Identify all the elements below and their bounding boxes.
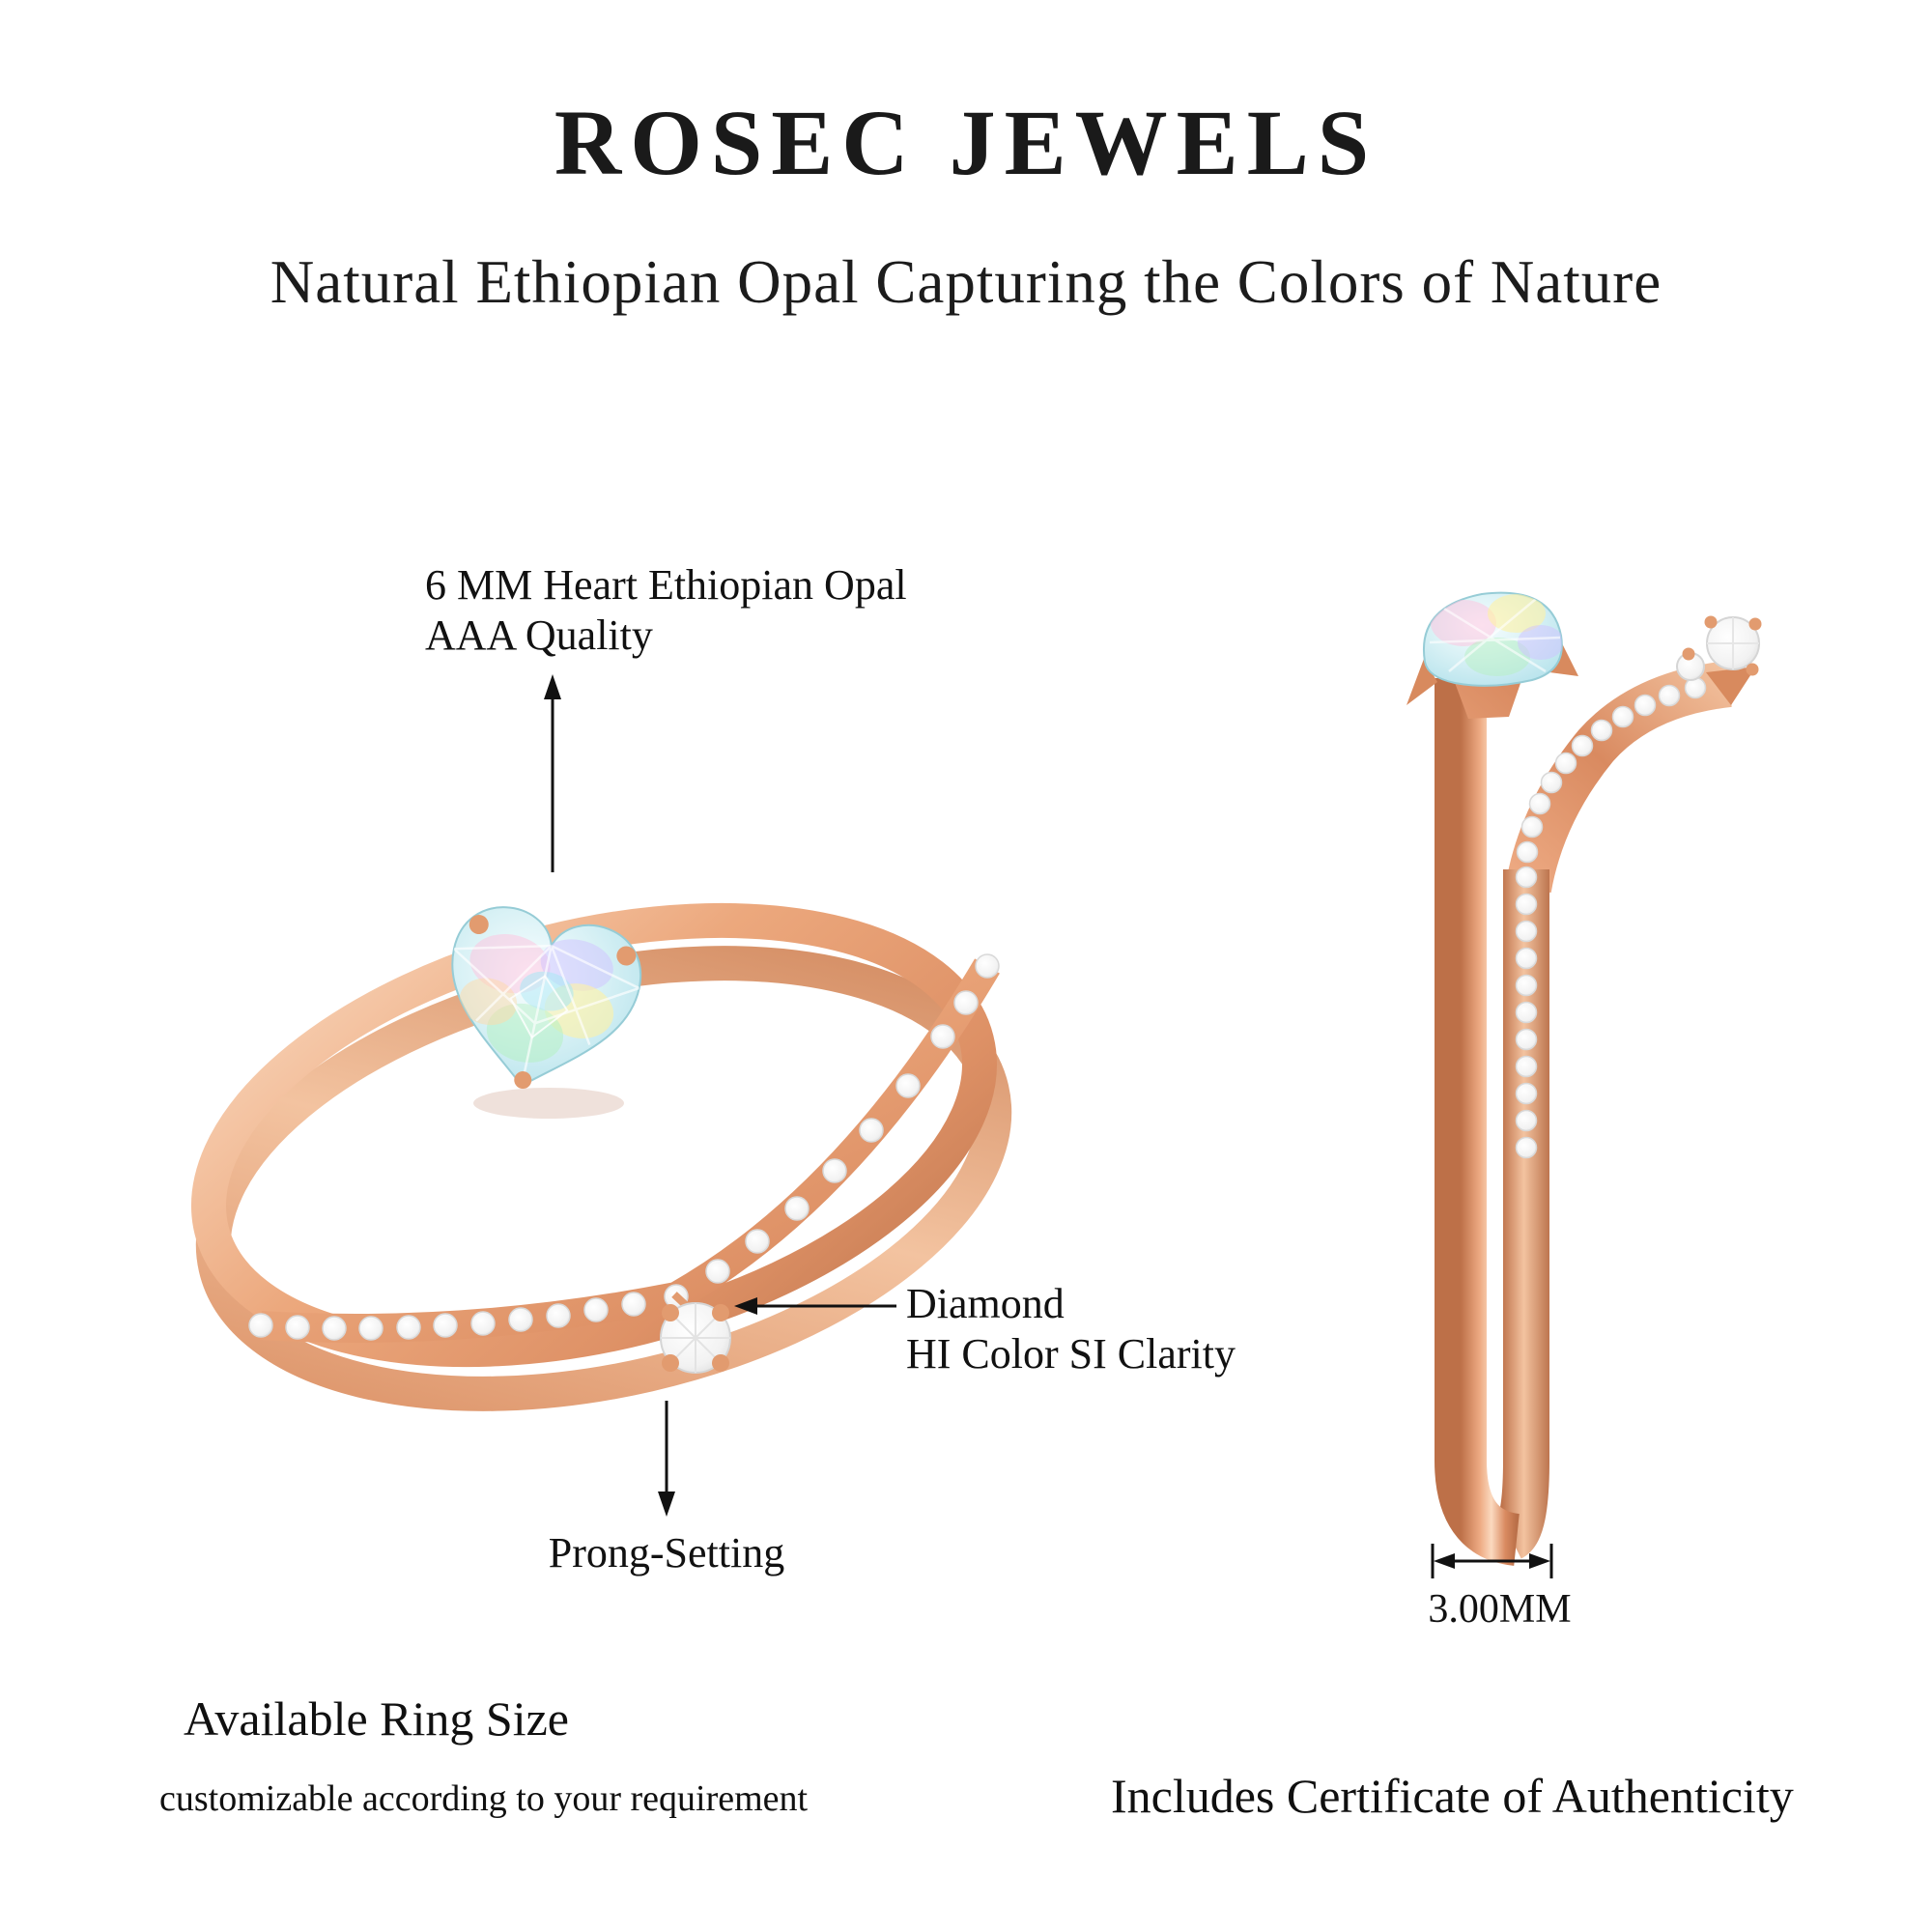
- profile-chevron-band-shank: [1495, 869, 1549, 1559]
- pave-diamonds: [248, 953, 1000, 1341]
- profile-solitaire-shank: [1435, 678, 1521, 1566]
- ring-size-title: Available Ring Size: [184, 1691, 569, 1746]
- opal-arrow-icon: [544, 674, 561, 872]
- diamond-callout-line1: Diamond: [906, 1280, 1065, 1327]
- certificate-note: Includes Certificate of Authenticity: [1111, 1769, 1794, 1823]
- heart-opal-stone: [451, 906, 642, 1090]
- ring-perspective-image: [191, 902, 1012, 1411]
- prong-icon: [1682, 647, 1695, 661]
- opal-callout: 6 MM Heart Ethiopian Opal AAA Quality: [425, 560, 907, 661]
- ring-profile-image: [1406, 591, 1762, 1566]
- band-width-label: 3.00MM: [1428, 1587, 1572, 1632]
- diamond-callout: Diamond HI Color SI Clarity: [906, 1279, 1236, 1379]
- profile-accent-diamond: [1676, 615, 1762, 705]
- diamond-callout-line2: HI Color SI Clarity: [906, 1329, 1236, 1378]
- product-tagline: Natural Ethiopian Opal Capturing the Col…: [270, 248, 1662, 316]
- accent-diamond: [660, 1292, 731, 1374]
- prong-icon: [1704, 615, 1718, 629]
- profile-pave-diamonds: [1515, 676, 1707, 1159]
- heart-opal-shadow: [473, 1088, 624, 1119]
- prong-icon: [1746, 663, 1759, 676]
- brand-title: ROSEC JEWELS: [554, 91, 1378, 194]
- prong-icon: [514, 1071, 532, 1090]
- prong-icon: [469, 915, 489, 935]
- opal-callout-line1: 6 MM Heart Ethiopian Opal: [425, 561, 907, 609]
- prong-icon: [616, 946, 637, 966]
- prong-callout: Prong-Setting: [548, 1529, 785, 1577]
- ring-size-note: customizable according to your requireme…: [159, 1778, 809, 1819]
- opal-callout-line2: AAA Quality: [425, 611, 653, 659]
- profile-opal-stone: [1423, 591, 1563, 687]
- prong-icon: [1748, 617, 1762, 631]
